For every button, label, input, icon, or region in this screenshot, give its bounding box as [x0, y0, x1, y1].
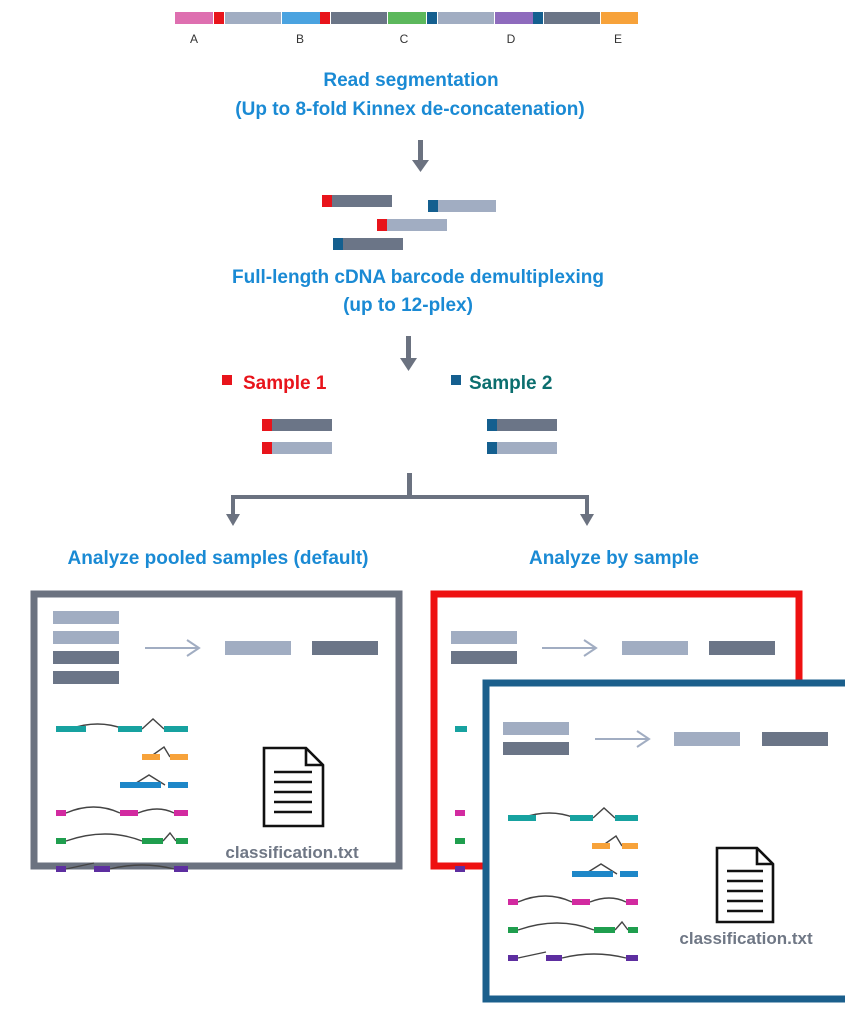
sample1-label: Sample 1 — [243, 373, 327, 394]
transcript-exons — [56, 726, 188, 872]
segment-label-b: B — [296, 32, 304, 46]
pooled-panel: classification.txt — [30, 590, 403, 872]
transcript-exons — [508, 815, 638, 961]
collapsed-isoform — [312, 641, 378, 655]
arrow-down-icon — [226, 514, 240, 526]
arrow-right-icon — [145, 639, 201, 657]
analyze-by-sample-heading: Analyze by sample — [529, 548, 699, 569]
branch-connector — [226, 473, 594, 526]
collapsed-isoform — [225, 641, 291, 655]
sample2-file-label: classification.txt — [679, 929, 813, 948]
sample1-reads — [262, 419, 332, 454]
sample2-reads — [487, 419, 557, 454]
sample2-panel: classification.txt — [482, 679, 845, 1003]
step-demux-title: Full-length cDNA barcode demultiplexing — [232, 267, 604, 288]
document-icon — [262, 746, 325, 828]
segment-label-d: D — [507, 32, 516, 46]
concatenated-read — [175, 12, 638, 24]
sample2-barcode-icon — [451, 375, 461, 385]
arrow-right-icon — [542, 639, 598, 657]
step-segmentation-title: Read segmentation — [323, 70, 498, 91]
analyze-pooled-heading: Analyze pooled samples (default) — [68, 548, 369, 569]
segment-label-e: E — [614, 32, 622, 46]
panel-reads — [53, 611, 119, 684]
arrow-down-icon — [400, 336, 417, 371]
document-icon — [715, 846, 775, 924]
pooled-file-label: classification.txt — [225, 843, 359, 862]
sample2-label: Sample 2 — [469, 373, 552, 394]
segment-label-c: C — [400, 32, 409, 46]
segmented-reads — [322, 195, 496, 250]
arrow-down-icon — [412, 140, 429, 172]
segment-label-a: A — [190, 32, 198, 46]
sample1-barcode-icon — [222, 375, 232, 385]
arrow-right-icon — [595, 730, 651, 748]
step-demux-subtitle: (up to 12-plex) — [343, 295, 473, 316]
step-segmentation-subtitle: (Up to 8-fold Kinnex de-concatenation) — [235, 99, 584, 120]
arrow-down-icon — [580, 514, 594, 526]
